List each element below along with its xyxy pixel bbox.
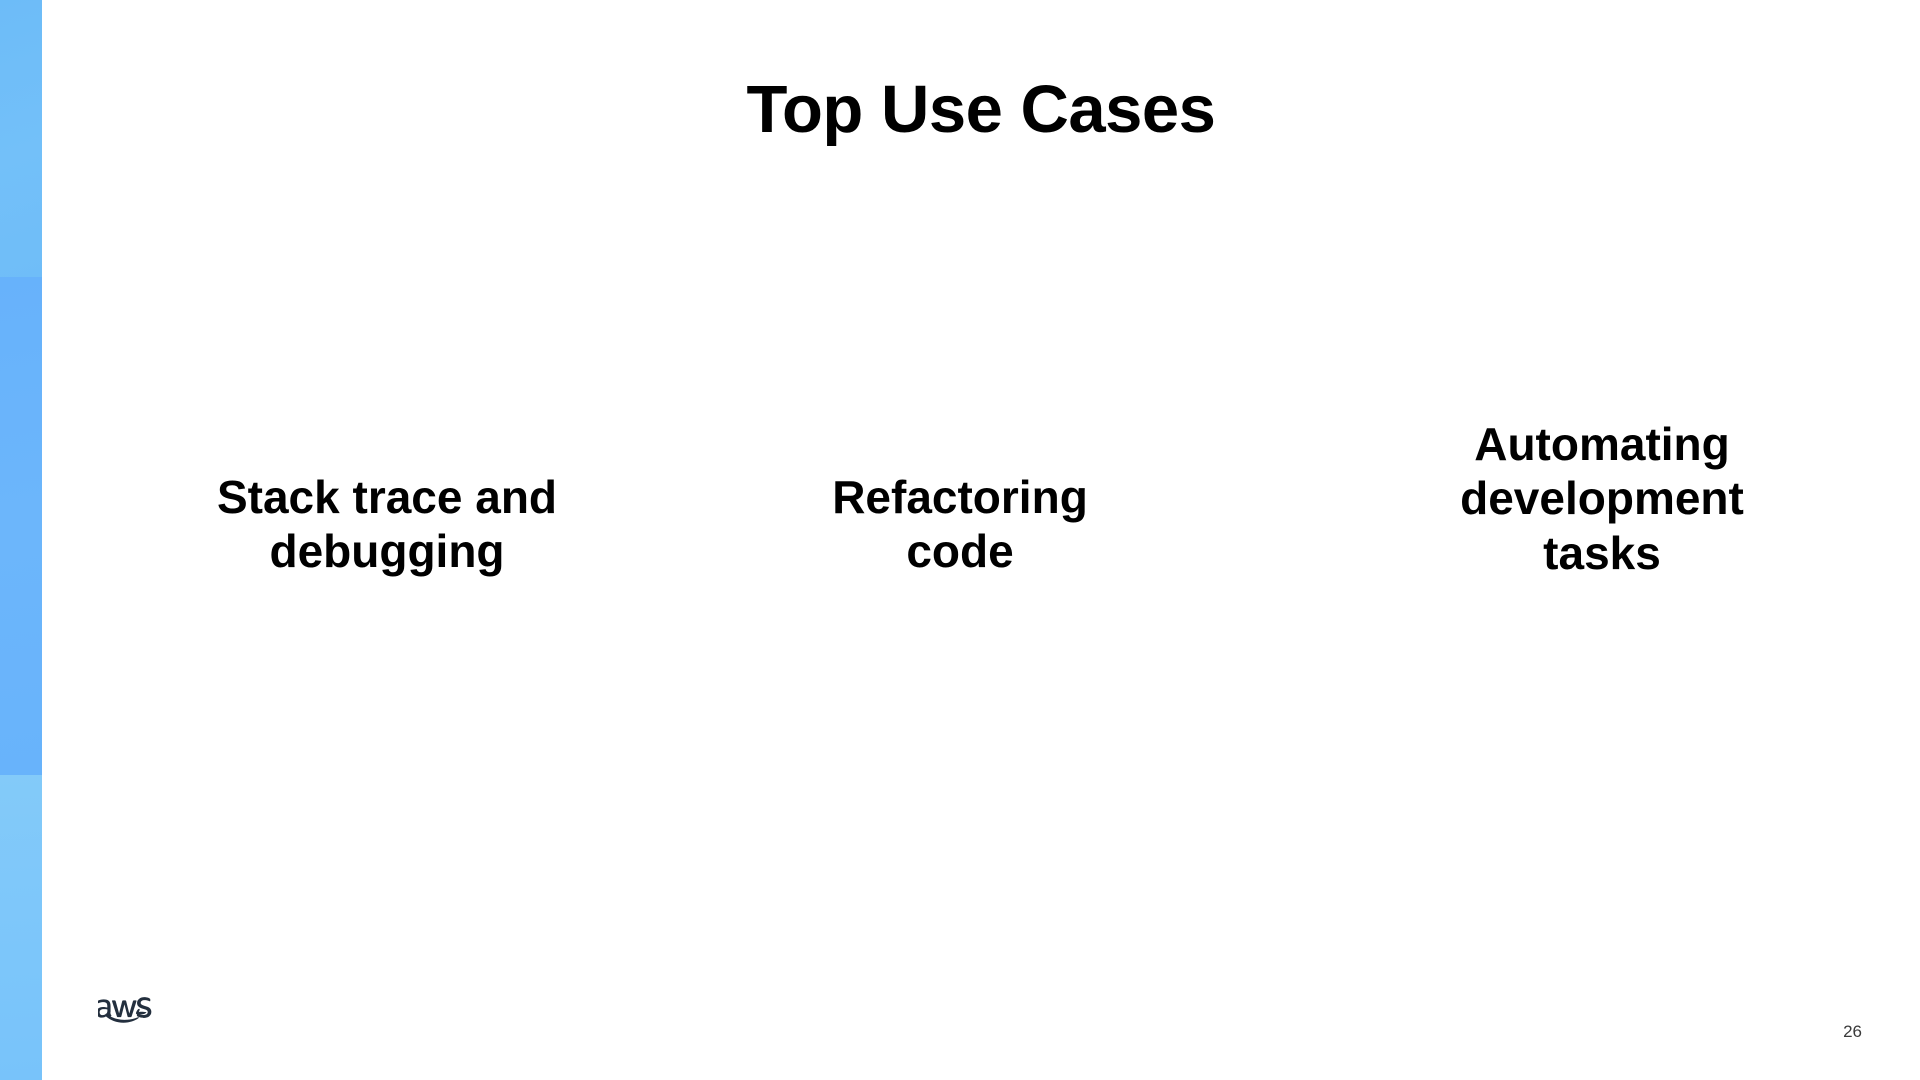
use-case-columns: Stack trace and debugging Refactoring co… — [42, 400, 1920, 700]
use-case-line: code — [906, 525, 1014, 578]
use-case-line: Stack trace and — [216, 471, 558, 523]
use-case-line: Automating — [1474, 418, 1730, 470]
use-case-line: tasks — [1543, 526, 1661, 579]
aws-logo — [98, 996, 170, 1048]
accent-segment-bottom — [0, 775, 42, 1080]
use-case-item-stack-trace-and-debugging: Stack trace and debugging — [142, 400, 632, 579]
use-case-line: debugging — [269, 525, 505, 578]
accent-segment-top — [0, 0, 42, 277]
accent-segment-middle — [0, 277, 42, 775]
page-title: Top Use Cases — [746, 72, 1216, 147]
use-case-item-refactoring-code: Refactoring code — [715, 400, 1205, 579]
use-case-line: development — [1460, 472, 1744, 525]
page-number: 26 — [1843, 1022, 1862, 1041]
use-case-item-automating-development-tasks: Automating development tasks — [1382, 400, 1822, 580]
use-case-line: Refactoring — [832, 471, 1088, 523]
left-accent-bar — [0, 0, 42, 1080]
